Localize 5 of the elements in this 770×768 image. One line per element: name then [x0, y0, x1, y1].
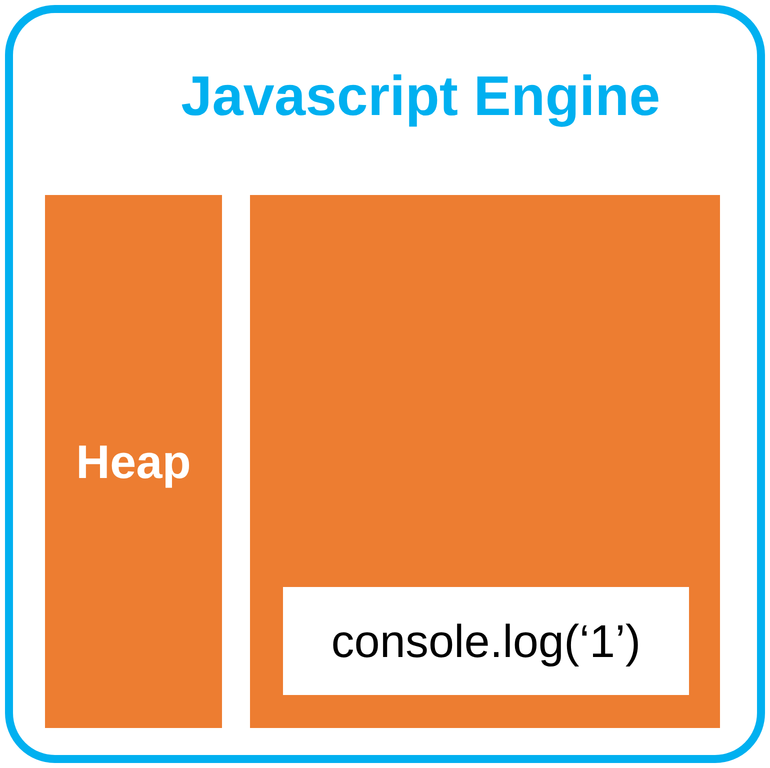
container-panel [250, 195, 720, 728]
heap-panel: Heap [45, 195, 222, 728]
frame-title: Javascript Engine [181, 65, 660, 127]
code-box: console.log(‘1’) [283, 587, 689, 695]
engine-frame [5, 5, 765, 763]
